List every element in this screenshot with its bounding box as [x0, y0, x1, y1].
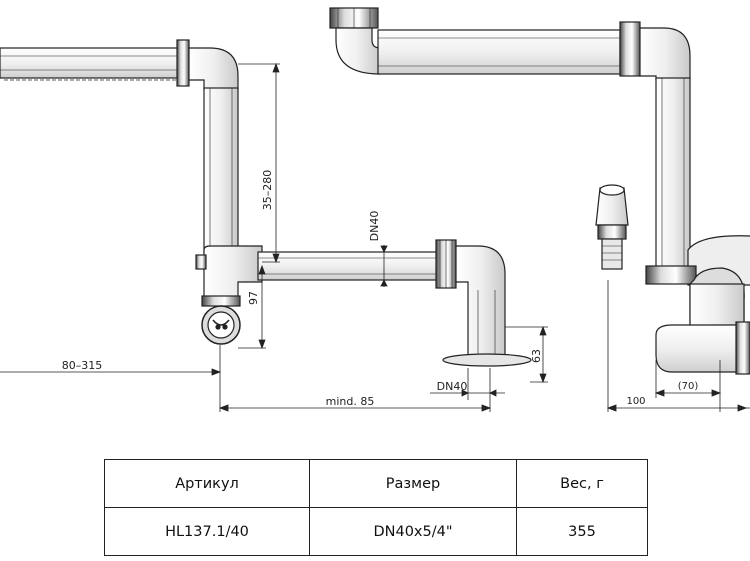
side-dimension-lines: [606, 280, 750, 412]
side-dimension-labels: (70) 100: [626, 381, 698, 407]
dimension-labels: 35–280 DN40 97 80–315 63 DN40 mind. 85: [62, 170, 543, 408]
header-article: Артикул: [104, 459, 310, 508]
header-weight: Вес, г: [516, 459, 648, 508]
dim-100: 100: [626, 396, 645, 407]
cell-article: HL137.1/40: [104, 507, 310, 556]
lower-elbow: [203, 245, 263, 301]
technical-drawing: 35–280 DN40 97 80–315 63 DN40 mind. 85: [0, 7, 750, 412]
side-vertical-pipe: [655, 77, 691, 269]
upper-tube: [0, 47, 186, 79]
vertical-tube: [203, 87, 239, 254]
floor-flange: [442, 353, 532, 367]
header-size: Размер: [309, 459, 517, 508]
cell-size: DN40x5/4": [309, 507, 517, 556]
dimension-lines: [0, 62, 548, 412]
outlet-pipe: [257, 251, 439, 281]
upper-elbow: [188, 47, 239, 91]
table-row: HL137.1/40 DN40x5/4" 355: [104, 507, 648, 556]
siphon-nut: [645, 265, 697, 285]
outlet-elbow: [455, 245, 506, 356]
dim-dn40-upper: DN40: [368, 211, 381, 242]
spec-table: Артикул Размер Вес, г HL137.1/40 DN40x5/…: [104, 459, 648, 556]
side-horizontal-pipe: [377, 29, 621, 75]
dim-97: 97: [247, 291, 260, 305]
cell-weight: 355: [516, 507, 648, 556]
front-view: [0, 39, 532, 367]
dim-63: 63: [530, 349, 543, 363]
table-header-row: Артикул Размер Вес, г: [104, 459, 648, 508]
dim-dn40-lower: DN40: [437, 380, 468, 393]
upper-nut: [176, 39, 190, 87]
side-nut: [619, 21, 641, 77]
dim-min-85: mind. 85: [326, 395, 375, 408]
dim-80-315: 80–315: [62, 359, 103, 372]
side-view: [329, 7, 750, 375]
dim-70: (70): [678, 381, 699, 392]
dim-35-280: 35–280: [261, 170, 274, 211]
